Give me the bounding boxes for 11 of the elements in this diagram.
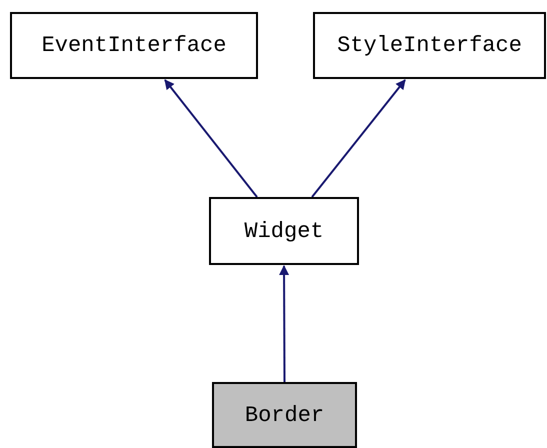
class-name: Widget <box>244 218 324 244</box>
class-name: StyleInterface <box>337 33 522 58</box>
class-box <box>10 12 258 79</box>
class-name: Border <box>244 402 324 428</box>
class-name: EventInterface <box>42 33 226 58</box>
inheritance-arrow <box>311 79 406 198</box>
class-box <box>313 12 546 79</box>
class-box <box>209 197 359 265</box>
inheritance-arrow <box>164 79 258 198</box>
highlighted-class-box <box>212 382 357 448</box>
inheritance-arrow <box>279 265 290 382</box>
